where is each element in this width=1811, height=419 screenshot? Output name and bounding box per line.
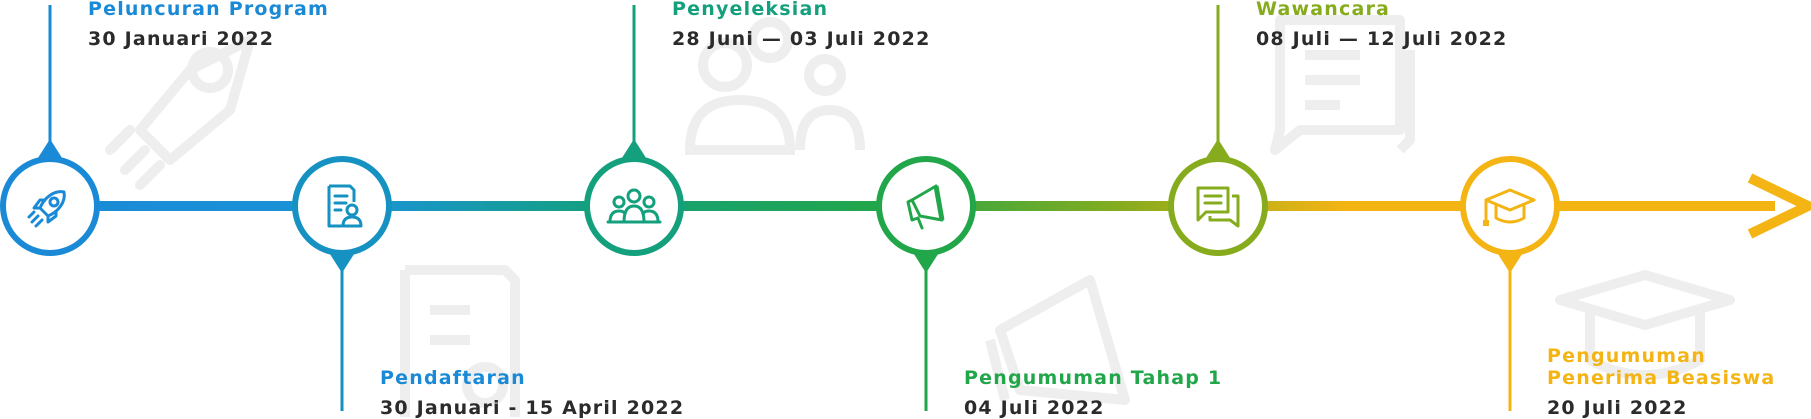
chat-icon	[1196, 186, 1240, 228]
event-3: Penyeleksian 28 Juni — 03 Juli 2022	[672, 0, 931, 50]
pointer-3	[620, 139, 648, 161]
graduation-cap-icon	[1483, 188, 1536, 226]
registration-form-icon	[327, 184, 363, 228]
event-1: Peluncuran Program 30 Januari 2022	[88, 0, 329, 50]
watermark-rocket-icon	[105, 35, 255, 190]
event-4-date: 04 Juli 2022	[964, 397, 1105, 419]
event-1-date: 30 Januari 2022	[88, 28, 275, 50]
event-5-date: 08 Juli — 12 Juli 2022	[1256, 28, 1508, 50]
megaphone-icon	[906, 184, 945, 230]
group-icon	[606, 188, 662, 224]
event-1-title: Peluncuran Program	[88, 0, 330, 20]
watermark-group-icon	[684, 17, 865, 155]
event-2: Pendaftaran 30 Januari - 15 April 2022	[380, 367, 684, 419]
node-circle-1	[0, 156, 100, 256]
event-2-date: 30 Januari - 15 April 2022	[380, 397, 685, 419]
timeline-arrowhead	[1747, 173, 1811, 239]
watermark-form-icon	[400, 265, 520, 417]
watermark-megaphone-icon	[985, 275, 1130, 405]
event-2-title: Pendaftaran	[380, 367, 526, 389]
timeline-node-1	[0, 5, 100, 256]
pointer-5	[1204, 139, 1232, 161]
timeline-node-5	[1168, 5, 1268, 256]
node-circle-6	[1460, 156, 1560, 256]
node-circle-5	[1168, 156, 1268, 256]
event-6: Pengumuman Penerima Beasiswa 20 Juli 202…	[1547, 345, 1775, 419]
timeline-node-3	[584, 5, 684, 256]
event-6-title-line-2: Penerima Beasiswa	[1547, 367, 1776, 389]
watermark-chat-icon	[1270, 15, 1415, 155]
node-circle-2	[292, 156, 392, 256]
watermark-cap-icon	[1555, 270, 1735, 380]
event-6-title-line-1: Pengumuman	[1547, 345, 1706, 367]
timeline-node-2	[292, 156, 392, 411]
timeline-node-6	[1460, 156, 1560, 411]
event-5-title: Wawancara	[1256, 0, 1391, 20]
event-3-title: Penyeleksian	[672, 0, 829, 20]
event-6-date: 20 Juli 2022	[1547, 397, 1688, 419]
pointer-2	[328, 251, 356, 273]
timeline-node-4	[876, 156, 976, 411]
event-3-date: 28 Juni — 03 Juli 2022	[672, 28, 931, 50]
event-4: Pengumuman Tahap 1 04 Juli 2022	[964, 367, 1222, 419]
rocket-icon	[27, 190, 66, 228]
node-circle-4	[876, 156, 976, 256]
event-5: Wawancara 08 Juli — 12 Juli 2022	[1256, 0, 1507, 50]
pointer-1	[36, 139, 64, 161]
event-4-title: Pengumuman Tahap 1	[964, 367, 1223, 389]
pointer-6	[1496, 251, 1524, 273]
pointer-4	[912, 251, 940, 273]
